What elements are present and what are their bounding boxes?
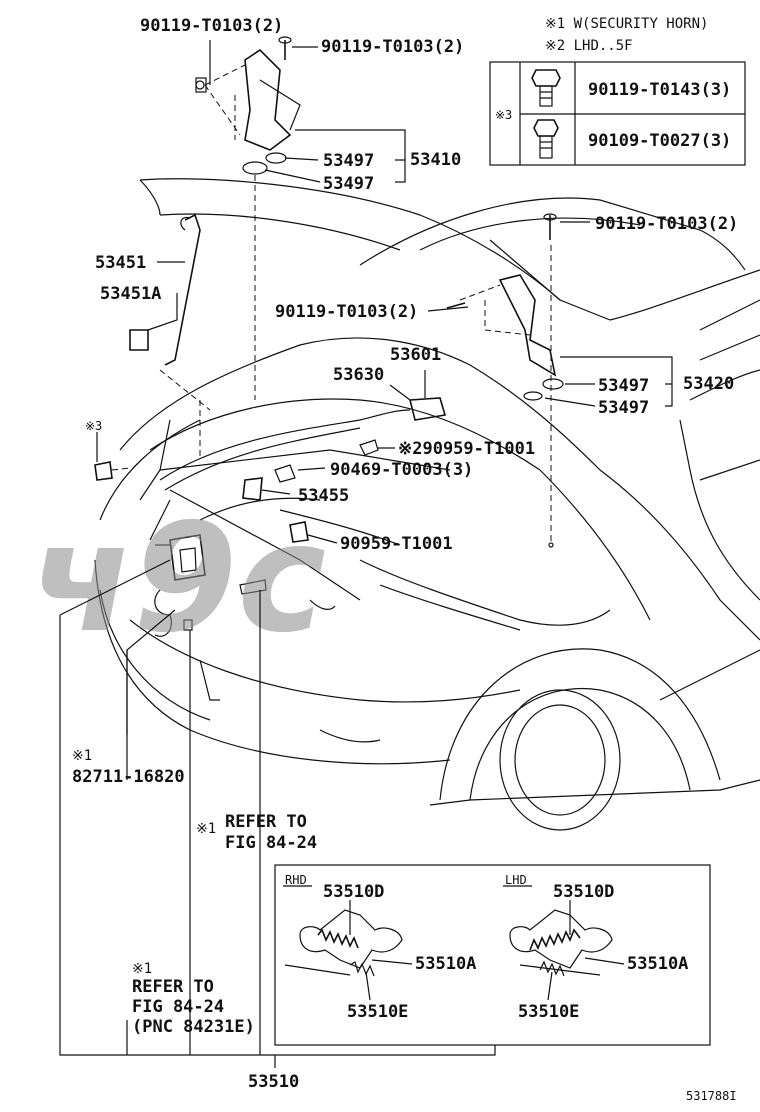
label-hood-lock: 53510 [248, 1072, 299, 1092]
bolt-table-part-2: 90109-T0027(3) [588, 131, 731, 151]
leader-lines [59, 40, 673, 1068]
label-bushing-left-lower: 53497 [323, 174, 374, 194]
lhd-label-53510E: 53510E [518, 1002, 579, 1022]
svg-text:ч9с: ч9с [30, 492, 326, 666]
label-cable-clamp: 53455 [298, 486, 349, 506]
label-hinge-right: 53420 [683, 374, 734, 394]
note-security-horn: ※1 W(SECURITY HORN) [545, 16, 708, 32]
label-bolt-hinge-left: 90119-T0103(2) [321, 37, 464, 57]
label-release-cable: 53630 [333, 365, 384, 385]
label-release-lever: 53601 [390, 345, 441, 365]
label-refer-b-line3: (PNC 84231E) [132, 1017, 255, 1037]
lhd-label-53510A: 53510A [627, 954, 688, 974]
label-bolt-hinge-left-top: 90119-T0103(2) [140, 16, 283, 36]
label-bushing-right-upper: 53497 [598, 376, 649, 396]
lock-detail-inset: RHD LHD 53510D 53510A 53510E 53510D 5351… [274, 864, 711, 1046]
watermark: ч9с [30, 492, 326, 666]
label-bushing-left-upper: 53497 [323, 151, 374, 171]
bolt-table-mark: ※3 [495, 108, 512, 122]
label-refer-a-line1: REFER TO [225, 812, 307, 832]
label-hinge-left: 53410 [410, 150, 461, 170]
rhd-spring-drawing [284, 909, 403, 977]
label-clip-lhd: ※290959-T1001 [398, 439, 535, 459]
label-clip: 90959-T1001 [340, 534, 453, 554]
bolt-table-part-1: 90119-T0143(3) [588, 80, 731, 100]
hood-hardware [94, 36, 564, 637]
washer-bolt-icon [533, 119, 559, 159]
rhd-label-53510D: 53510D [323, 882, 384, 902]
label-mark1-refer-a: ※1 [196, 821, 216, 837]
label-horn-switch: 82711-16820 [72, 767, 185, 787]
lhd-label-53510D: 53510D [553, 882, 614, 902]
label-mark1-horn: ※1 [72, 748, 92, 764]
inset-rhd-label: RHD [285, 873, 307, 887]
label-refer-b-line2: FIG 84-24 [132, 997, 224, 1017]
label-mark1-refer-b: ※1 [132, 961, 152, 977]
label-bolt-hinge-right: 90119-T0103(2) [275, 302, 418, 322]
label-clamp: 90469-T0003(3) [330, 460, 473, 480]
label-mark3: ※3 [85, 419, 102, 433]
label-refer-b-line1: REFER TO [132, 977, 214, 997]
label-hood-stay-holder: 53451A [100, 284, 161, 304]
figure-id: 531788I [686, 1089, 737, 1103]
bolt-table: ※3 90119-T0143(3) 90109-T0027(3) [489, 61, 746, 166]
rhd-label-53510A: 53510A [415, 954, 476, 974]
label-bolt-hinge-right-top: 90119-T0103(2) [595, 214, 738, 234]
car-body-outline [94, 178, 760, 831]
lhd-spring-drawing [509, 909, 613, 977]
rhd-label-53510E: 53510E [347, 1002, 408, 1022]
label-bushing-right-lower: 53497 [598, 398, 649, 418]
note-lhd: ※2 LHD..5F [545, 38, 633, 54]
flange-bolt-icon [531, 69, 561, 107]
label-refer-a-line2: FIG 84-24 [225, 833, 317, 853]
inset-lhd-label: LHD [505, 873, 527, 887]
label-hood-stay: 53451 [95, 253, 146, 273]
